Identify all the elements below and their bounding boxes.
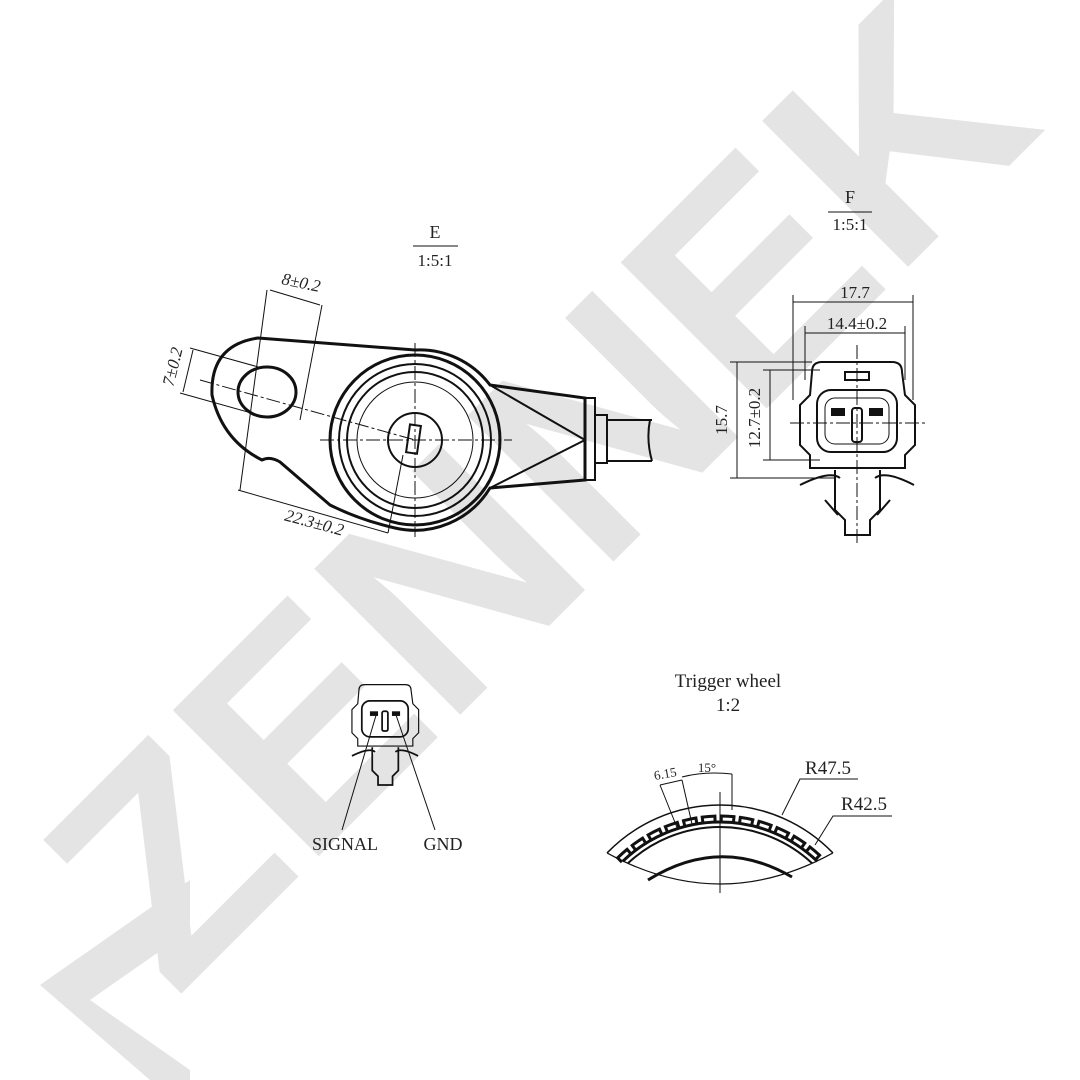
dim-inner-radius: R42.5 (841, 794, 887, 815)
dim-outer-radius: R47.5 (805, 758, 851, 779)
watermark-chevron (40, 880, 190, 1080)
watermark-text: ZENNEK (0, 0, 1080, 1045)
wheel-tooth (773, 825, 791, 840)
dim-angle: 15° (698, 760, 716, 775)
wheel-tooth (805, 844, 822, 861)
signal-label: SIGNAL (312, 834, 378, 854)
wheel-tooth (700, 814, 717, 824)
dim-overall-width: 17.7 (840, 283, 870, 302)
pinout-view: SIGNAL GND (312, 684, 463, 854)
view-f: F 1:5:1 17.7 14.4±0.2 15.7 12.7± (712, 187, 925, 545)
view-e-label: E (430, 222, 441, 242)
dim-overall-height: 15.7 (712, 405, 731, 435)
wheel-tooth (663, 820, 681, 833)
dim-inner-width: 14.4±0.2 (827, 314, 887, 333)
cable (607, 419, 653, 462)
trigger-wheel-view: Trigger wheel 1:2 6.15 15° R47.5 R42.5 (606, 671, 892, 893)
dim-hole-width: 8±0.2 (280, 269, 323, 296)
sensor-body-outline (210, 336, 587, 532)
trigger-wheel-title: Trigger wheel (675, 671, 781, 692)
wheel-tooth (646, 827, 664, 841)
wheel-tooth (719, 814, 736, 823)
view-f-label: F (845, 187, 855, 207)
dim-inner-height: 12.7±0.2 (745, 388, 764, 448)
wheel-tooth (755, 819, 774, 832)
dim-tooth-width: 6.15 (653, 764, 678, 783)
connector-pinout (351, 684, 420, 786)
wheel-tooth (737, 815, 755, 826)
mounting-hole (236, 365, 298, 419)
dim-hole-height: 7±0.2 (159, 345, 187, 388)
wheel-tooth (630, 836, 648, 852)
trigger-wheel-scale: 1:2 (716, 695, 740, 716)
wheel-tooth (789, 834, 807, 849)
view-f-scale: 1:5:1 (833, 215, 868, 234)
wheel-tooth (681, 816, 699, 827)
view-e-scale: 1:5:1 (418, 251, 453, 270)
gnd-label: GND (424, 834, 463, 854)
